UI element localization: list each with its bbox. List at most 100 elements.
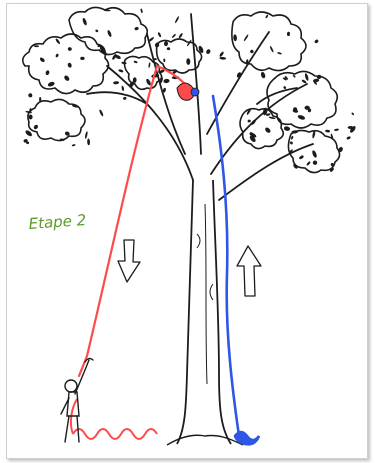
leaf-mark <box>164 41 168 46</box>
leaf-mark <box>84 131 88 139</box>
leaf-mark <box>123 97 127 101</box>
leaf-mark <box>163 58 165 62</box>
leaf-mark <box>312 160 317 165</box>
red-rope-line <box>87 66 157 356</box>
leaf-mark <box>29 114 33 119</box>
leaf-mark <box>314 39 319 44</box>
leaf-mark <box>104 9 111 11</box>
pulley-blue-ring <box>191 88 199 96</box>
tree-branches <box>87 14 313 200</box>
leaf-mark <box>289 141 293 145</box>
rope-coil-icon <box>71 399 157 439</box>
pulley-icon <box>177 83 199 100</box>
leaf-mark <box>265 14 269 18</box>
leaf-mark <box>113 81 119 85</box>
leaf-mark <box>28 93 33 98</box>
leaf-mark <box>121 86 124 92</box>
leaf-mark <box>95 29 99 33</box>
leaf-mark <box>250 49 254 53</box>
leaf-mark <box>148 62 151 68</box>
trunk-bark-mark-a <box>197 234 200 248</box>
leaf-mark <box>121 61 127 64</box>
leaf-mark <box>325 130 330 133</box>
leaf-mark <box>304 73 309 81</box>
leaf-mark <box>107 30 113 38</box>
leaf-mark <box>219 57 226 60</box>
leaf-mark <box>72 144 76 147</box>
leaf-mark <box>167 47 170 50</box>
blue-rope-coil <box>235 432 259 444</box>
leaf-mark <box>248 119 251 122</box>
leaf-mark <box>178 33 183 39</box>
canopy-left-lower <box>28 99 85 140</box>
trunk-right-edge <box>213 180 231 444</box>
trunk-left-edge <box>177 180 193 444</box>
person-body <box>67 392 79 416</box>
leaf-mark <box>346 136 351 140</box>
illustration-frame: Etape 2 <box>6 3 368 459</box>
leaf-mark <box>264 127 271 134</box>
tree-trunk <box>167 180 243 445</box>
leaf-mark <box>351 112 355 116</box>
leaf-mark <box>287 32 290 37</box>
leaf-mark <box>67 62 72 68</box>
leaf-mark <box>163 78 170 83</box>
leaf-mark <box>80 57 85 60</box>
leaf-mark <box>118 69 124 73</box>
leaf-mark <box>39 57 45 63</box>
leaf-mark <box>186 58 190 65</box>
canopy-right-top <box>232 12 306 71</box>
leaf-mark <box>205 48 211 54</box>
leaf-mark <box>283 126 290 132</box>
branch-right-low <box>219 144 313 200</box>
leaf-mark <box>283 86 287 90</box>
leaf-mark <box>157 32 161 38</box>
person-head <box>65 380 77 392</box>
leaf-mark <box>260 71 266 79</box>
up-arrow-icon <box>237 246 261 296</box>
branch-center-up <box>191 14 201 154</box>
leaf-mark <box>33 124 39 130</box>
leaf-mark <box>55 53 59 58</box>
leaf-mark <box>233 34 237 41</box>
leaf-mark <box>45 70 50 76</box>
leaf-mark <box>140 8 143 13</box>
person-leg-left <box>65 416 69 442</box>
leaf-mark <box>134 26 139 30</box>
leaf-mark <box>243 34 249 42</box>
leaf-mark <box>219 51 225 57</box>
down-arrow-shape <box>118 240 140 282</box>
leaf-mark <box>172 33 177 38</box>
leaf-mark <box>277 52 282 55</box>
leaf-mark <box>82 17 88 25</box>
leaf-mark <box>292 74 296 78</box>
leaf-mark <box>99 109 104 117</box>
leaf-mark <box>34 45 39 47</box>
leaf-mark <box>63 75 70 82</box>
up-arrow-shape <box>237 246 261 296</box>
leaf-mark <box>311 150 317 159</box>
leaf-mark <box>297 114 306 120</box>
down-arrow-icon <box>118 240 140 282</box>
trunk-inner-line <box>205 204 207 384</box>
trunk-bark-mark-b <box>210 284 213 300</box>
canopy-left-cluster <box>23 34 109 94</box>
leaf-mark <box>334 128 339 131</box>
leaf-mark <box>133 60 137 63</box>
leaf-mark <box>55 38 61 45</box>
red-coil-loops <box>73 429 157 439</box>
leaf-mark <box>67 47 72 52</box>
leaf-mark <box>87 138 90 145</box>
leaf-mark <box>301 79 307 84</box>
leaf-mark <box>299 155 305 160</box>
leaf-mark <box>47 81 55 88</box>
person-arm-raised <box>75 360 89 394</box>
person-leg-right <box>77 416 79 442</box>
leaf-mark <box>306 161 311 166</box>
leaf-mark <box>174 16 179 24</box>
step-label: Etape 2 <box>28 211 87 233</box>
leaf-mark <box>39 97 41 102</box>
leaf-mark <box>269 46 274 53</box>
tree-rope-illustration: Etape 2 <box>7 4 368 459</box>
